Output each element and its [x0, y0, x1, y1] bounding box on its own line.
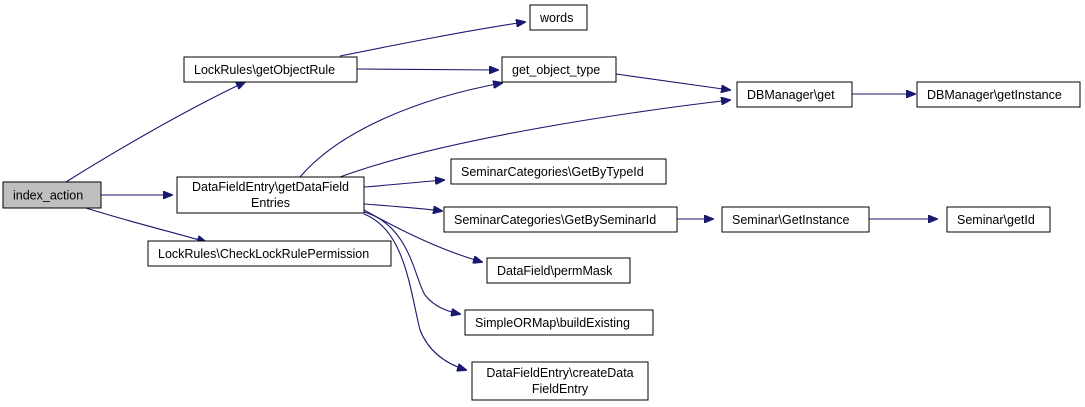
node-box — [183, 56, 358, 83]
node-label: get_object_type — [512, 63, 600, 77]
node-box — [501, 56, 617, 83]
node-box — [916, 81, 1081, 108]
node-box — [486, 257, 631, 284]
node-label: DBManager\get — [747, 88, 835, 102]
edge-getdatafieldentries-to-getobjecttype — [299, 83, 502, 178]
node-label-line2: Entries — [251, 196, 290, 210]
node-simpleormap-buildexisting[interactable]: SimpleORMap\buildExisting — [464, 309, 654, 336]
edge-getdatafieldentries-to-getbyseminarid — [363, 203, 442, 211]
edge-getdatafieldentries-to-getbytypeid — [363, 180, 444, 188]
node-box — [471, 361, 649, 401]
node-box — [946, 206, 1051, 233]
node-seminar-getinstance[interactable]: Seminar\GetInstance — [721, 206, 870, 233]
node-box — [2, 181, 102, 209]
node-get-object-type[interactable]: get_object_type — [501, 56, 617, 83]
node-label: LockRules\CheckLockRulePermission — [158, 247, 369, 261]
node-seminarcategories-getbytypeid[interactable]: SeminarCategories\GetByTypeId — [450, 158, 667, 185]
edge-index-to-checklockrule — [85, 207, 206, 242]
edges — [65, 22, 937, 370]
edge-getdatafieldentries-to-buildexisting — [363, 211, 460, 314]
edge-getdatafieldentries-to-createdatafieldentry — [363, 213, 466, 370]
node-label: Seminar\GetInstance — [732, 213, 849, 227]
node-label: DBManager\getInstance — [927, 88, 1062, 102]
node-label: SeminarCategories\GetByTypeId — [461, 165, 644, 179]
node-label: Seminar\getId — [957, 213, 1035, 227]
node-words[interactable]: words — [529, 4, 588, 31]
node-box — [736, 81, 853, 108]
node-box — [443, 206, 678, 233]
node-seminarcategories-getbyseminarid[interactable]: SeminarCategories\GetBySeminarId — [443, 206, 678, 233]
node-dbmanager-get[interactable]: DBManager\get — [736, 81, 853, 108]
edge-getobjectrule-to-words — [339, 22, 525, 57]
node-box — [529, 4, 588, 31]
node-label: LockRules\getObjectRule — [194, 63, 335, 77]
node-box — [176, 176, 365, 214]
node-box — [464, 309, 654, 336]
edge-getdatafieldentries-to-dbmanagerget — [339, 100, 730, 178]
node-datafield-permmask[interactable]: DataField\permMask — [486, 257, 631, 284]
node-datafieldentry-getdatafieldentries[interactable]: DataFieldEntry\getDataField Entries — [176, 176, 365, 214]
node-seminar-getid[interactable]: Seminar\getId — [946, 206, 1051, 233]
node-label: DataField\permMask — [497, 264, 613, 278]
node-label: index_action — [13, 189, 83, 203]
node-box — [721, 206, 870, 233]
node-label: SimpleORMap\buildExisting — [475, 316, 630, 330]
node-box — [147, 240, 392, 267]
node-label-line2: FieldEntry — [532, 382, 589, 396]
node-box — [450, 158, 667, 185]
edge-getobjecttype-to-dbmanagerget — [615, 73, 730, 90]
node-datafieldentry-createdatafieldentry[interactable]: DataFieldEntry\createData FieldEntry — [471, 361, 649, 401]
node-label: words — [539, 11, 573, 25]
node-label: SeminarCategories\GetBySeminarId — [454, 213, 656, 227]
edge-getobjectrule-to-getobjecttype — [356, 69, 498, 70]
node-index-action[interactable]: index_action — [2, 181, 102, 209]
node-lockrules-checklockrulepermission[interactable]: LockRules\CheckLockRulePermission — [147, 240, 392, 267]
node-label-line1: DataFieldEntry\createData — [486, 366, 633, 380]
node-dbmanager-getinstance[interactable]: DBManager\getInstance — [916, 81, 1081, 108]
edge-index-to-getobjectrule — [65, 82, 245, 183]
node-lockrules-getobjectrule[interactable]: LockRules\getObjectRule — [183, 56, 358, 83]
node-label-line1: DataFieldEntry\getDataField — [192, 180, 349, 194]
